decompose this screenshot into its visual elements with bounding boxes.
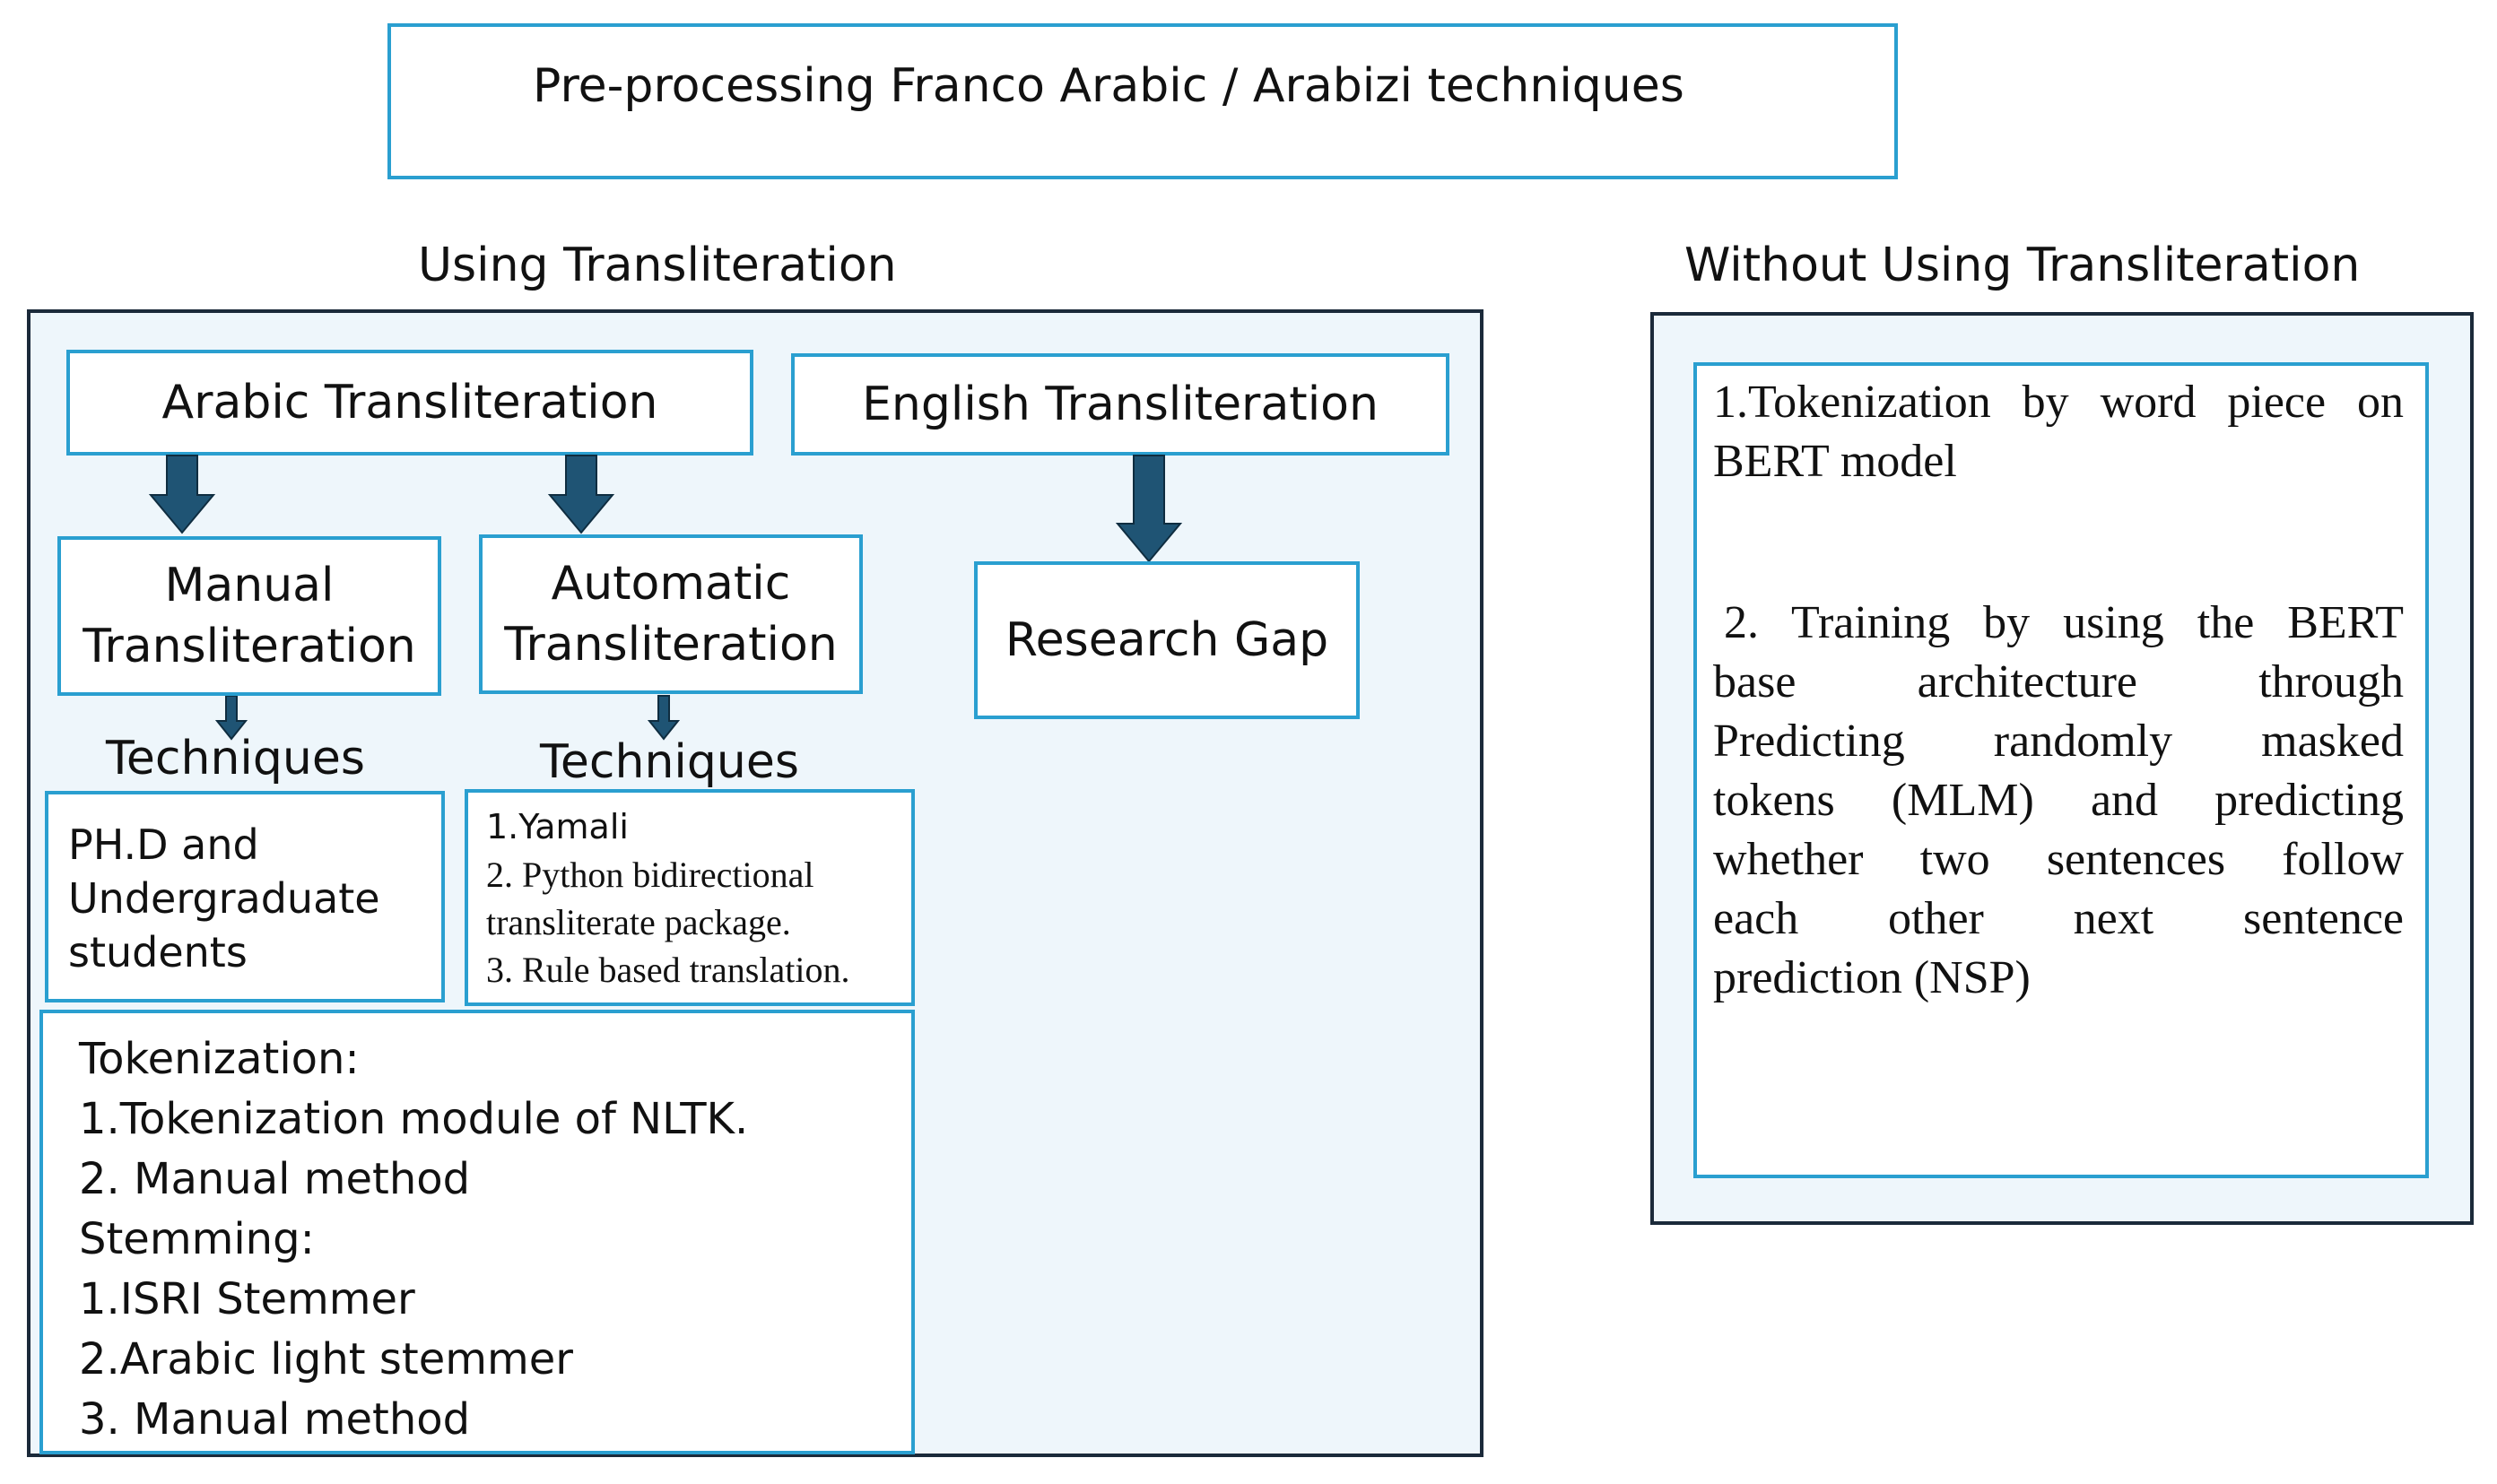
arrow-to-manual — [148, 455, 216, 534]
automatic-line-1: Automatic — [551, 557, 791, 611]
manual-line-1: Manual — [164, 559, 335, 612]
arrow-automatic-techniques — [647, 695, 681, 741]
automatic-technique-line-3: transliterate package. — [486, 902, 791, 942]
automatic-techniques-text: 1.Yamali 2. Python bidirectional transli… — [486, 803, 849, 994]
bert-item-2-line-6: each other next sentence — [1713, 893, 2404, 944]
manual-techniques-box: PH.D and Undergraduate students — [45, 791, 445, 1002]
arabic-transliteration-label: Arabic Transliteration — [161, 376, 658, 430]
stemming-item-3: 3. Manual method — [79, 1394, 471, 1445]
without-transliteration-heading: Without Using Transliteration — [1684, 239, 2361, 292]
tokenization-stemming-text: Tokenization: 1.Tokenization module of N… — [79, 1029, 748, 1450]
bert-item-2-line-7: prediction (NSP) — [1713, 952, 2031, 1003]
english-transliteration-label: English Transliteration — [862, 378, 1379, 431]
bert-item-2-line-3: Predicting randomly masked — [1713, 716, 2404, 767]
title: Pre-processing Franco Arabic / Arabizi t… — [533, 59, 1684, 113]
automatic-technique-line-4: 3. Rule based translation. — [486, 950, 850, 990]
automatic-transliteration-label: Automatic Transliteration — [504, 553, 838, 675]
arrow-manual-techniques — [214, 695, 248, 741]
arrow-to-research-gap — [1115, 455, 1183, 563]
stemming-item-2: 2.Arabic light stemmer — [79, 1334, 574, 1384]
title-box: Pre-processing Franco Arabic / Arabizi t… — [387, 23, 1898, 179]
manual-technique-line-2: Undergraduate — [68, 874, 380, 923]
automatic-line-2: Transliteration — [504, 618, 838, 672]
tokenization-heading: Tokenization: — [79, 1034, 360, 1084]
bert-text: 1.Tokenization by word piece on BERT mod… — [1713, 373, 2404, 1008]
tokenization-item-2: 2. Manual method — [79, 1154, 471, 1204]
bert-item-2-line-1: 2. Training by using the BERT — [1724, 597, 2404, 648]
automatic-technique-line-1: 1.Yamali — [486, 807, 629, 846]
research-gap-box: Research Gap — [974, 561, 1360, 719]
manual-line-2: Transliteration — [83, 620, 416, 673]
bert-box: 1.Tokenization by word piece on BERT mod… — [1693, 362, 2429, 1178]
bert-item-2-line-4: tokens (MLM) and predicting — [1713, 775, 2404, 826]
bert-item-1-line-2: BERT model — [1713, 436, 1957, 487]
bert-item-2-line-2: base architecture through — [1713, 656, 2404, 707]
research-gap-label: Research Gap — [1005, 613, 1329, 667]
using-transliteration-heading: Using Transliteration — [418, 239, 897, 292]
automatic-transliteration-box: Automatic Transliteration — [479, 534, 863, 694]
tokenization-item-1: 1.Tokenization module of NLTK. — [79, 1094, 749, 1144]
manual-technique-line-1: PH.D and — [68, 820, 259, 869]
manual-transliteration-label: Manual Transliteration — [83, 555, 416, 677]
arrow-to-automatic — [547, 455, 615, 534]
techniques-label-manual: Techniques — [106, 732, 365, 785]
manual-techniques-text: PH.D and Undergraduate students — [68, 818, 380, 979]
automatic-techniques-box: 1.Yamali 2. Python bidirectional transli… — [465, 789, 915, 1006]
tokenization-stemming-box: Tokenization: 1.Tokenization module of N… — [39, 1010, 915, 1454]
manual-technique-line-3: students — [68, 928, 248, 976]
english-transliteration-box: English Transliteration — [791, 353, 1449, 456]
arabic-transliteration-box: Arabic Transliteration — [66, 350, 753, 456]
bert-item-2-line-5: whether two sentences follow — [1713, 834, 2404, 885]
stemming-heading: Stemming: — [79, 1214, 315, 1264]
techniques-label-automatic: Techniques — [540, 735, 799, 789]
stemming-item-1: 1.ISRI Stemmer — [79, 1274, 415, 1324]
bert-item-1-line-1: 1.Tokenization by word piece on — [1713, 377, 2404, 428]
manual-transliteration-box: Manual Transliteration — [57, 536, 441, 696]
automatic-technique-line-2: 2. Python bidirectional — [486, 855, 814, 895]
